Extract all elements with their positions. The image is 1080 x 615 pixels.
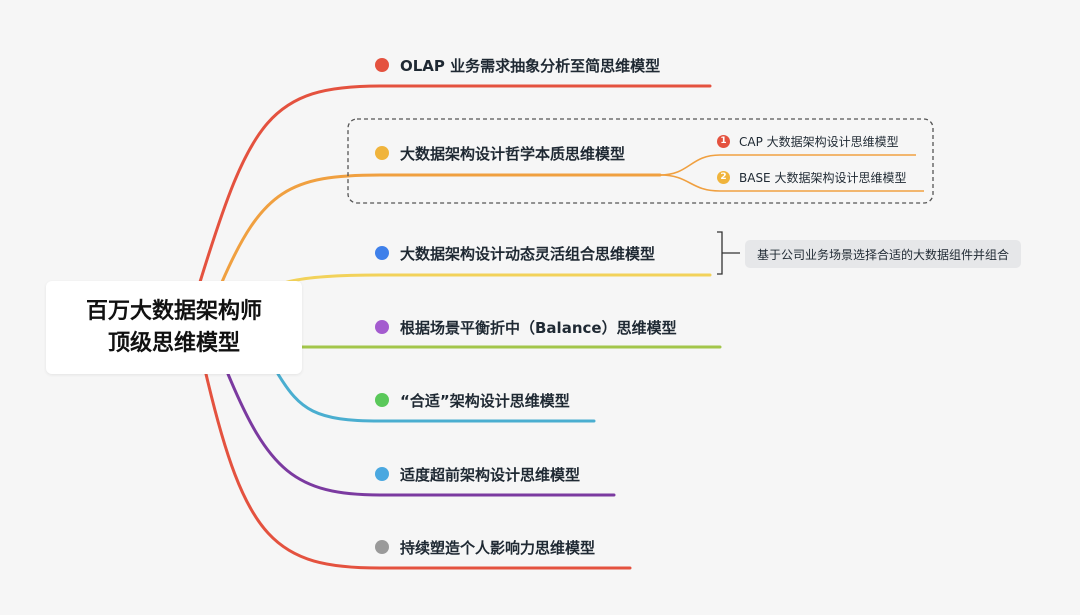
branch-dot-icon xyxy=(375,393,389,407)
note-bracket xyxy=(717,231,740,275)
subtopic-base[interactable]: 2 BASE 大数据架构设计思维模型 xyxy=(717,167,906,187)
callout-note-text: 基于公司业务场景选择合适的大数据组件并组合 xyxy=(757,247,1010,262)
branch-philosophy[interactable]: 大数据架构设计哲学本质思维模型 xyxy=(375,141,625,165)
number-badge-icon: 1 xyxy=(717,134,730,148)
branch-suitable[interactable]: “合适”架构设计思维模型 xyxy=(375,388,570,412)
central-topic-line2: 顶级思维模型 xyxy=(107,330,240,356)
branch-label: 大数据架构设计动态灵活组合思维模型 xyxy=(400,244,656,263)
branch-dot-icon xyxy=(375,246,389,260)
branch-edge xyxy=(276,372,596,423)
summary-boundary xyxy=(347,118,934,204)
branch-dot-icon xyxy=(375,146,389,160)
branch-label: 大数据架构设计哲学本质思维模型 xyxy=(400,144,626,163)
branch-label: OLAP 业务需求抽象分析至简思维模型 xyxy=(400,56,661,75)
subtopic-edge xyxy=(659,154,916,176)
subtopic-label: BASE 大数据架构设计思维模型 xyxy=(739,170,907,185)
branch-edge xyxy=(220,173,662,284)
branch-label: 根据场景平衡折中（Balance）思维模型 xyxy=(400,318,677,337)
branch-olap[interactable]: OLAP 业务需求抽象分析至简思维模型 xyxy=(375,53,660,77)
branch-label: “合适”架构设计思维模型 xyxy=(400,391,570,410)
branch-label: 持续塑造个人影响力思维模型 xyxy=(400,538,596,557)
branch-dot-icon xyxy=(375,320,389,334)
branch-dot-icon xyxy=(375,58,389,72)
subtopic-cap[interactable]: 1 CAP 大数据架构设计思维模型 xyxy=(717,131,899,151)
branch-label: 适度超前架构设计思维模型 xyxy=(400,465,581,484)
branch-dot-icon xyxy=(375,540,389,554)
central-topic-line1: 百万大数据架构师 xyxy=(85,298,262,324)
callout-note[interactable]: 基于公司业务场景选择合适的大数据组件并组合 xyxy=(745,240,1022,268)
branch-dot-icon xyxy=(375,467,389,481)
subtopic-edge xyxy=(659,174,924,192)
branch-edge xyxy=(198,84,712,284)
number-badge-icon: 2 xyxy=(717,170,730,184)
central-topic[interactable]: 百万大数据架构师 顶级思维模型 xyxy=(46,281,302,374)
branch-edge xyxy=(226,372,616,497)
branch-edge xyxy=(204,372,632,570)
branch-moderately-ahead[interactable]: 适度超前架构设计思维模型 xyxy=(375,462,580,486)
branch-edge xyxy=(248,273,712,305)
branch-influence[interactable]: 持续塑造个人影响力思维模型 xyxy=(375,535,595,559)
subtopic-label: CAP 大数据架构设计思维模型 xyxy=(739,134,899,149)
branch-balance[interactable]: 根据场景平衡折中（Balance）思维模型 xyxy=(375,315,677,339)
branch-dynamic-combination[interactable]: 大数据架构设计动态灵活组合思维模型 xyxy=(375,241,655,265)
